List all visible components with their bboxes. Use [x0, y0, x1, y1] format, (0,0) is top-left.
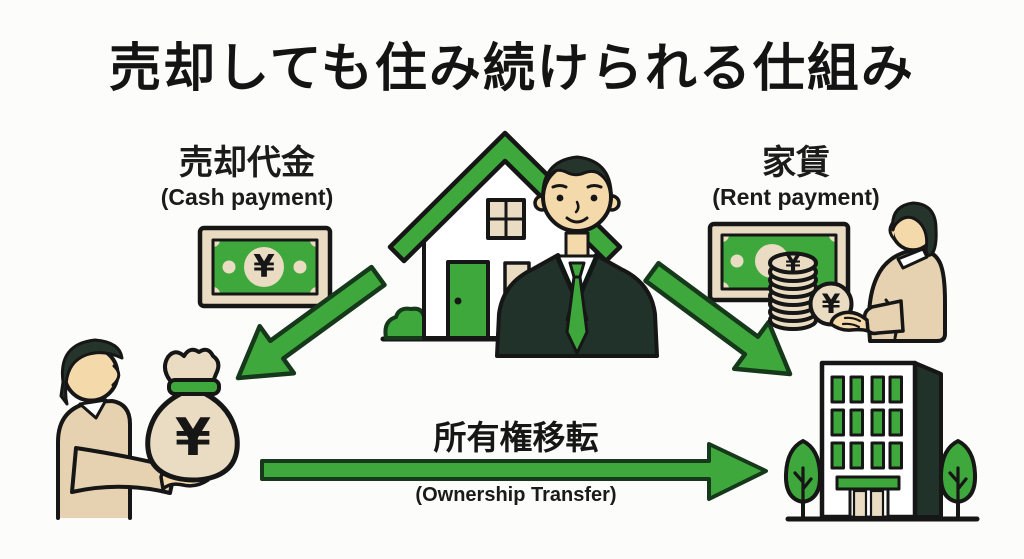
page-title: 売却しても住み続けられる仕組み: [109, 40, 915, 98]
renter-person-icon: [862, 201, 947, 343]
yen-symbol: ¥: [785, 252, 801, 277]
house-window: [486, 198, 526, 240]
ownership-arrow-icon: [260, 442, 768, 501]
rent-label-jp: 家賃: [762, 144, 830, 182]
businessman-icon: [495, 155, 659, 358]
tree-left-icon: [783, 439, 823, 520]
building-windows: [830, 375, 903, 470]
cash-label: 売却代金 (Cash payment): [147, 144, 347, 210]
money-bag-icon: ¥: [145, 347, 240, 483]
rent-arrow-icon: [643, 260, 793, 377]
house-door: [446, 260, 490, 340]
cash-label-en: (Cash payment): [160, 183, 334, 210]
yen-symbol: ¥: [175, 408, 211, 468]
coin-icon: ¥: [808, 281, 854, 327]
seller-person-icon: [56, 338, 210, 520]
building-icon: [785, 360, 980, 522]
building-entrance: [835, 475, 901, 519]
renter-hand: [829, 310, 870, 333]
banknote-cash-icon: ¥: [197, 225, 333, 309]
cash-label-jp: 売却代金: [179, 144, 315, 182]
yen-symbol: ¥: [822, 289, 841, 320]
rent-label: 家賃 (Rent payment): [696, 144, 896, 210]
yen-symbol: ¥: [253, 249, 275, 285]
ownership-label-en: (Ownership Transfer): [415, 484, 617, 506]
tree-right-icon: [938, 439, 978, 520]
ownership-label-jp: 所有権移転: [433, 419, 599, 456]
necktie: [565, 261, 589, 355]
cash-arrow-icon: [235, 264, 387, 381]
coin-stack-icon: ¥: [768, 251, 818, 331]
rent-label-en: (Rent payment): [712, 183, 880, 210]
